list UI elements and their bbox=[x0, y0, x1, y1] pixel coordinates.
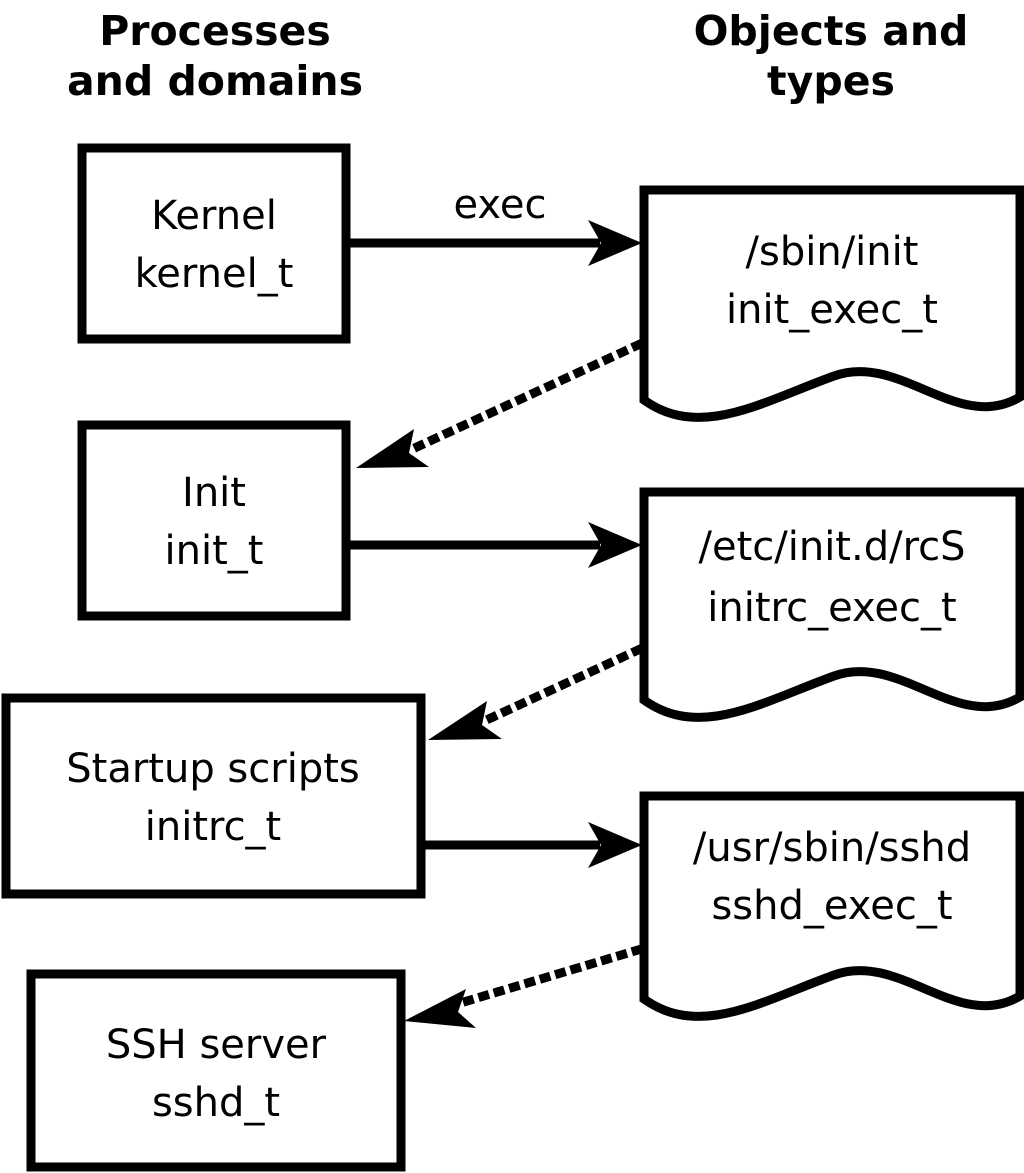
arrowhead-kernel-exec bbox=[588, 220, 642, 266]
column-header-processes: Processes and domains bbox=[67, 7, 363, 105]
object-node-initrc-exec-type: initrc_exec_t bbox=[707, 585, 956, 631]
edge-initrc-exec-to-initrc bbox=[428, 644, 644, 740]
edge-line-initrc-exec-transition bbox=[474, 644, 644, 729]
process-node-init-box[interactable] bbox=[77, 420, 351, 621]
process-node-init[interactable]: Init init_t bbox=[77, 420, 351, 621]
edge-line-init-exec-transition bbox=[400, 339, 644, 458]
process-node-sshd-name: SSH server bbox=[106, 1022, 327, 1068]
column-header-objects-line2: types bbox=[767, 57, 895, 105]
arrowhead-initrc-transition bbox=[428, 701, 502, 740]
object-node-init-exec[interactable]: /sbin/init init_exec_t bbox=[639, 185, 1024, 422]
object-node-init-exec-type: init_exec_t bbox=[726, 287, 938, 333]
process-node-initrc-box[interactable] bbox=[1, 693, 426, 899]
process-node-init-type: init_t bbox=[165, 528, 264, 574]
object-node-init-exec-path: /sbin/init bbox=[746, 229, 919, 275]
edge-init-exec-to-init bbox=[356, 339, 644, 468]
process-node-initrc-name: Startup scripts bbox=[66, 746, 359, 792]
process-node-sshd-box[interactable] bbox=[26, 969, 406, 1172]
object-node-sshd-exec-path: /usr/sbin/sshd bbox=[693, 825, 971, 871]
process-node-kernel[interactable]: Kernel kernel_t bbox=[77, 143, 351, 344]
object-node-initrc-exec-document[interactable] bbox=[639, 487, 1024, 722]
process-node-kernel-name: Kernel bbox=[151, 193, 277, 239]
edge-init-exec-initrc-exec bbox=[350, 522, 642, 568]
process-node-kernel-type: kernel_t bbox=[135, 251, 294, 297]
edge-line-sshd-exec-transition bbox=[451, 944, 644, 1010]
edge-initrc-exec-sshd-exec bbox=[425, 822, 642, 868]
process-node-init-name: Init bbox=[182, 470, 246, 516]
edge-kernel-exec-init-exec: exec bbox=[350, 182, 642, 266]
arrowhead-init-exec bbox=[588, 522, 642, 568]
arrowhead-init-transition bbox=[356, 429, 429, 468]
column-header-processes-line2: and domains bbox=[67, 57, 363, 105]
process-node-sshd[interactable]: SSH server sshd_t bbox=[26, 969, 406, 1172]
object-node-initrc-exec[interactable]: /etc/init.d/rcS initrc_exec_t bbox=[639, 487, 1024, 722]
process-node-kernel-box[interactable] bbox=[77, 143, 351, 344]
object-node-initrc-exec-path: /etc/init.d/rcS bbox=[698, 524, 965, 570]
arrowhead-initrc-exec bbox=[588, 822, 642, 868]
column-header-objects-line1: Objects and bbox=[694, 7, 969, 55]
column-header-processes-line1: Processes bbox=[99, 7, 331, 55]
arrowhead-sshd-transition bbox=[404, 989, 476, 1028]
edge-sshd-exec-to-sshd bbox=[404, 944, 644, 1028]
process-node-initrc[interactable]: Startup scripts initrc_t bbox=[1, 693, 426, 899]
object-node-init-exec-document[interactable] bbox=[639, 185, 1024, 422]
process-node-initrc-type: initrc_t bbox=[145, 804, 282, 850]
edge-label-exec: exec bbox=[454, 182, 547, 228]
object-node-sshd-exec-document[interactable] bbox=[639, 791, 1024, 1021]
object-node-sshd-exec-type: sshd_exec_t bbox=[711, 883, 952, 929]
object-node-sshd-exec[interactable]: /usr/sbin/sshd sshd_exec_t bbox=[639, 791, 1024, 1021]
process-node-sshd-type: sshd_t bbox=[152, 1080, 280, 1126]
column-header-objects: Objects and types bbox=[694, 7, 969, 105]
